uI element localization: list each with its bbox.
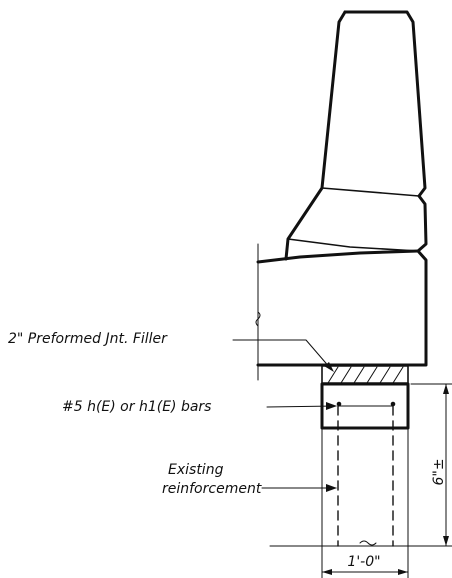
deck-top-surface [256,249,420,264]
break-symbol-lower [359,540,377,546]
barrier-top-outline [256,10,428,367]
barrier-joint-line-upper [321,187,420,197]
dim-height-label: 6"± [431,458,447,485]
leader-existing-arrow [326,484,337,492]
dim-height-arrow-bottom [443,536,449,546]
dim-width-arrow-right [398,569,408,575]
leader-bars [266,405,337,408]
callout-bars: #5 h(E) or h1(E) bars [62,399,211,415]
callout-existing-line1: Existing [168,462,224,478]
joint-filler-hatch [327,366,404,384]
barrier-joint-line-lower [287,238,419,252]
leader-bars-arrow [326,402,337,410]
break-symbol-upper [255,311,261,327]
barrier-upper-left-face [284,10,347,261]
callout-existing-line2: reinforcement [162,481,262,497]
bar-dot-left [336,401,342,407]
dim-width-arrow-left [322,569,332,575]
dim-height-arrow-top [443,384,449,394]
leader-filler-arrow [324,362,334,372]
callout-filler: 2" Preformed Jnt. Filler [8,331,168,347]
leader-filler [232,339,332,370]
bar-dot-right [390,401,396,407]
dim-width-label: 1'-0" [347,554,380,570]
